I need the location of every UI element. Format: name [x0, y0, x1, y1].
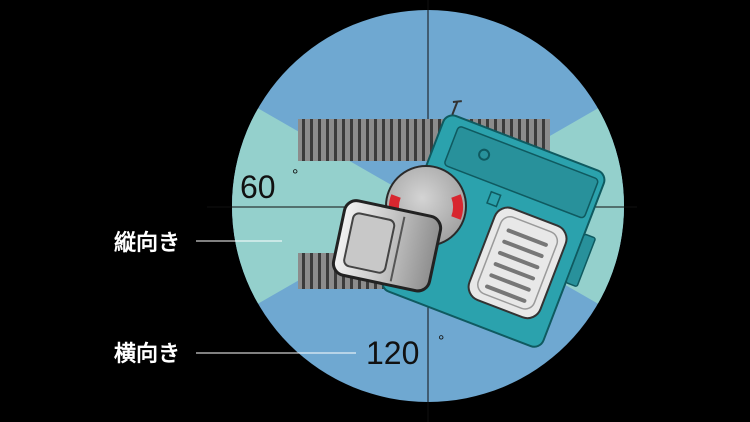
swing-marker-right — [451, 194, 463, 220]
degree-mark-120: ° — [438, 333, 444, 350]
operator-cab — [331, 199, 443, 293]
excavator-icon — [331, 100, 606, 348]
portrait-zone-right — [428, 10, 624, 402]
degree-mark-60: ° — [292, 167, 298, 184]
portrait-orientation-label: 縦向き — [114, 230, 180, 256]
angle-120-label: 120 — [366, 335, 419, 371]
landscape-orientation-label: 横向き — [114, 341, 180, 367]
angle-60-label: 60 — [240, 169, 276, 205]
portrait-zone-left — [232, 10, 428, 402]
